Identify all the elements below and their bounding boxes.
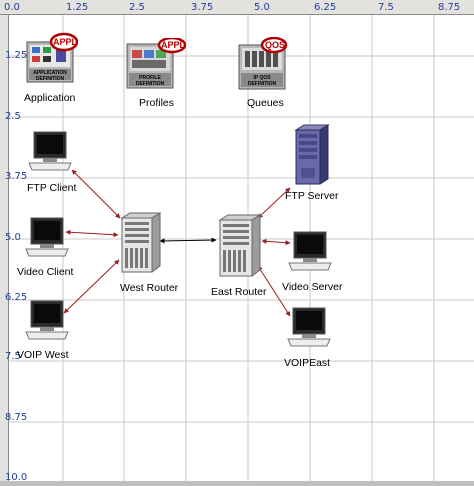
vertical-ruler [0, 0, 9, 486]
profile-definition-icon [126, 36, 187, 89]
ruler-y-tick: 6.25 [5, 292, 28, 303]
workstation-icon [287, 307, 331, 347]
voip-west-node[interactable] [25, 299, 69, 341]
application-config-node[interactable]: APPL APPLICATION DEFINITION [26, 32, 79, 84]
queues-label: Queues [247, 97, 284, 109]
link-east-router-ftp-server[interactable] [257, 187, 291, 219]
ruler-x-tick: 6.25 [314, 2, 337, 13]
workstation-icon [288, 231, 332, 271]
east-router-label: East Router [211, 286, 267, 298]
ruler-y-tick: 7.5 [5, 351, 21, 362]
video-client-label: Video Client [17, 266, 74, 278]
ftp-server-label: FTP Server [285, 190, 339, 202]
workstation-icon [25, 217, 69, 257]
west-router-node[interactable] [118, 212, 162, 274]
voip-east-node[interactable] [287, 306, 331, 348]
router-icon [120, 212, 162, 273]
east-router-node[interactable] [216, 214, 262, 278]
profiles-config-node[interactable]: APPL PROFILE DEFINITION [126, 36, 187, 90]
ruler-x-tick: 0.0 [4, 2, 20, 13]
video-client-node[interactable] [25, 216, 69, 258]
ftp-client-label: FTP Client [27, 182, 77, 194]
video-server-node[interactable] [288, 230, 332, 272]
west-router-label: West Router [120, 282, 179, 294]
link-video-client-west-router[interactable] [65, 229, 119, 238]
qos-badge: QOS [265, 40, 286, 50]
router-icon [218, 214, 262, 277]
queues-config-node[interactable]: QOS IP QOS DEFINITION [238, 36, 290, 91]
ruler-y-tick: 10.0 [5, 472, 28, 483]
workstation-icon [28, 131, 72, 171]
ruler-y-tick: 8.75 [5, 412, 28, 423]
voip-east-label: VOIPEast [284, 357, 331, 369]
ftp-client-node[interactable] [28, 130, 72, 172]
ftp-server-node[interactable] [292, 124, 332, 186]
ruler-y-tick: 2.5 [5, 111, 21, 122]
link-west-router-east-router[interactable] [159, 237, 217, 244]
appl-badge: APPL [53, 37, 78, 47]
voip-west-label: VOIP West [17, 349, 69, 361]
ruler-y-tick: 5.0 [5, 232, 21, 243]
ruler-x-tick: 8.75 [438, 2, 461, 13]
ruler-x-tick: 2.5 [129, 2, 145, 13]
qos-definition-icon [238, 36, 288, 90]
ruler-x-tick: 1.25 [66, 2, 89, 13]
workstation-icon [25, 300, 69, 340]
application-label: Application [24, 92, 76, 104]
ruler-x-tick: 7.5 [378, 2, 394, 13]
tile-caption: IP QOS DEFINITION [247, 75, 277, 87]
ruler-x-tick: 3.75 [191, 2, 214, 13]
profiles-label: Profiles [139, 97, 175, 109]
horizontal-ruler: 0.0 1.25 2.5 3.75 5.0 6.25 7.5 8.75 [0, 0, 474, 15]
ruler-y-tick: 1.25 [5, 50, 28, 61]
tile-caption: PROFILE DEFINITION [135, 75, 165, 87]
video-server-label: Video Server [282, 281, 343, 293]
appl-badge: APPL [161, 40, 186, 50]
server-tower-icon [294, 124, 330, 185]
application-definition-icon [26, 32, 79, 83]
link-voip-west-west-router[interactable] [63, 259, 120, 314]
link-east-router-voip-east[interactable] [257, 265, 291, 317]
link-east-router-video-server[interactable] [261, 238, 291, 246]
tile-caption: APPLICATION DEFINITION [33, 70, 67, 82]
bottom-scrollbar[interactable] [0, 481, 474, 486]
link-ftp-client-west-router[interactable] [71, 169, 121, 219]
ruler-x-tick: 5.0 [254, 2, 270, 13]
ruler-y-tick: 3.75 [5, 171, 28, 182]
